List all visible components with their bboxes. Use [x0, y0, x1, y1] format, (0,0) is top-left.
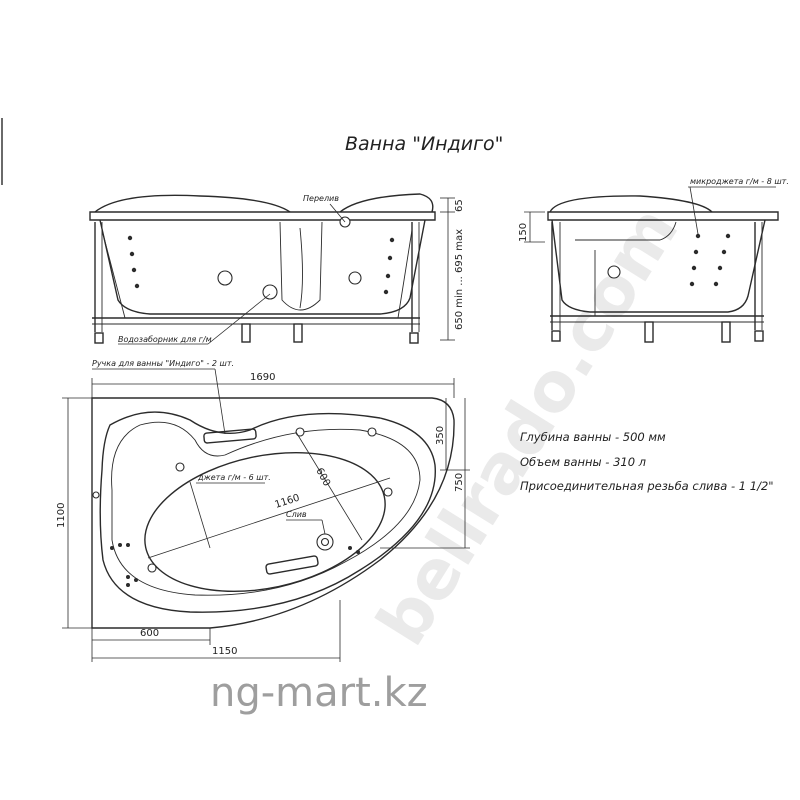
dim-600-diag: 600 [313, 466, 332, 488]
dim-750: 750 [454, 473, 465, 492]
dim-150: 150 [518, 223, 529, 242]
label-overflow: Перелив [303, 194, 339, 203]
dim-1690: 1690 [250, 372, 275, 383]
label-drain: Слив [286, 510, 307, 519]
dim-65: 65 [454, 199, 465, 212]
label-water-intake: Водозаборник для г/м [118, 335, 212, 344]
dim-1100: 1100 [56, 503, 67, 528]
label-jets: джета г/м - 6 шт. [197, 473, 271, 482]
label-handle: Ручка для ванны "Индиго" - 2 шт. [92, 359, 234, 368]
drawing-title: Ванна "Индиго" [345, 133, 503, 155]
footer-site: ng-mart.kz [210, 670, 428, 716]
dim-350: 350 [435, 426, 446, 445]
dim-side-height: 650 min ... 695 max [454, 229, 465, 330]
spec-volume: Объем ванны - 310 л [520, 455, 647, 469]
spec-thread: Присоединительная резьба слива - 1 1/2" [520, 479, 774, 493]
side-view: 150 микроджета г/м - 8 шт. [518, 177, 789, 343]
top-view: 1160 600 1690 1100 350 750 600 1150 Ручк… [56, 359, 470, 662]
front-view: 65 650 min ... 695 max Перелив Водозабор… [89, 193, 465, 345]
label-microjets: микроджета г/м - 8 шт. [690, 177, 789, 186]
spec-depth: Глубина ванны - 500 мм [520, 430, 666, 444]
dim-1160: 1160 [274, 493, 302, 511]
dim-1150: 1150 [212, 646, 237, 657]
dim-600-bottom: 600 [140, 628, 159, 639]
